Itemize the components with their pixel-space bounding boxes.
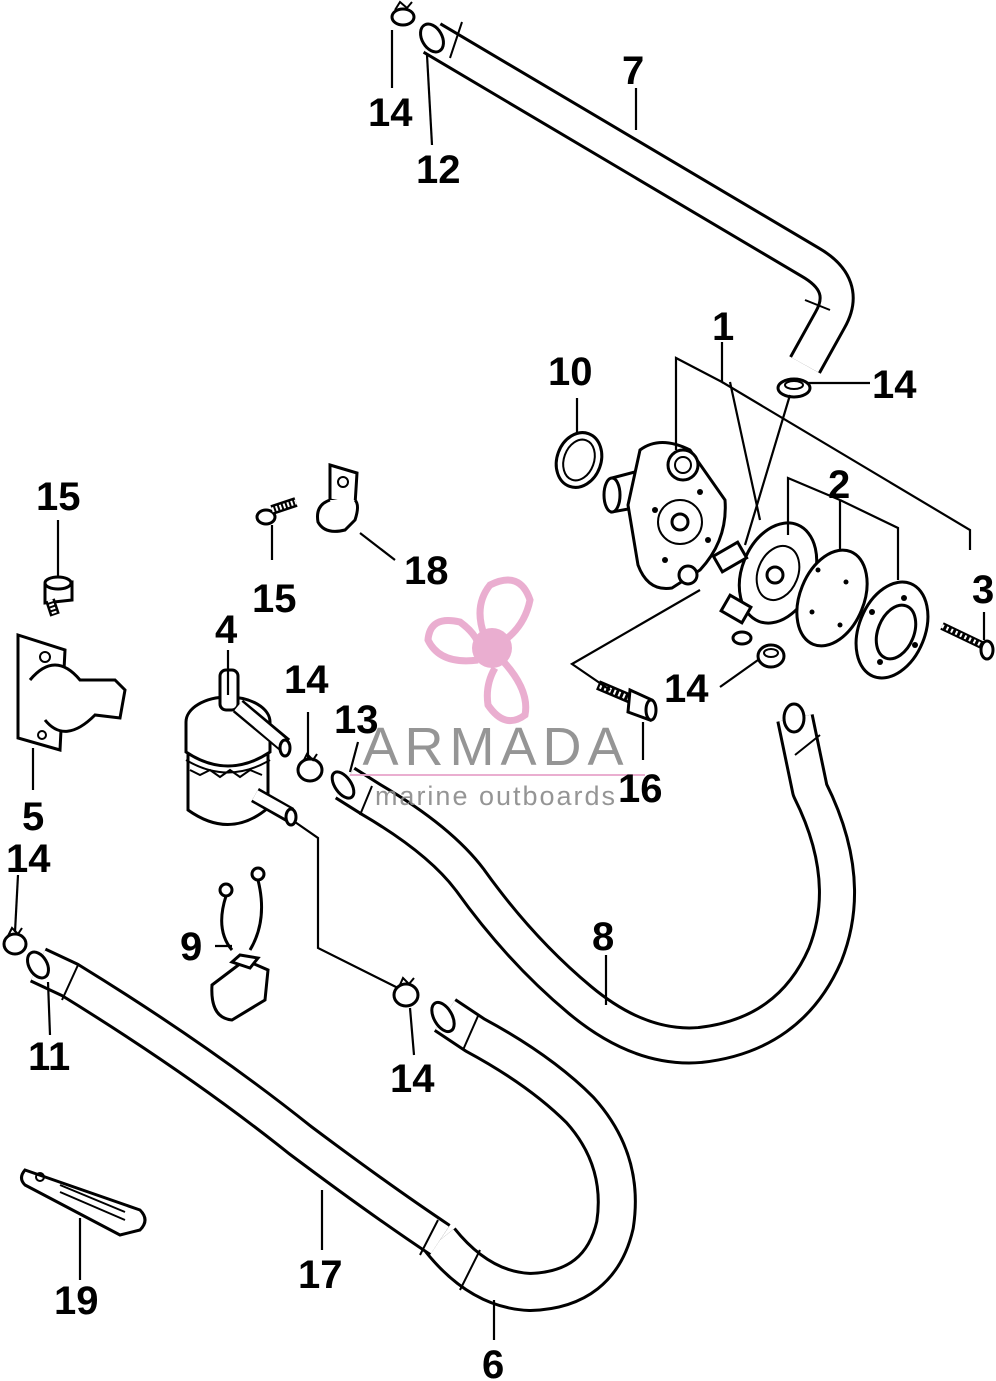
hose-17: [26, 947, 451, 1256]
fuel-filter: [184, 668, 298, 827]
callout-label-19: 19: [54, 1279, 99, 1323]
callout-label-14-filter: 14: [284, 658, 329, 702]
bolt-15: [43, 575, 74, 617]
callout-labels: 1 2 3 4 5 6 7 8 9 10 11 12 13 14 14 14 1…: [6, 49, 994, 1381]
hose-8: [330, 702, 856, 1065]
hose-clamp-18: [316, 462, 359, 533]
strap-19: [20, 1168, 147, 1237]
fuel-pump-assembly: [554, 431, 930, 680]
callout-label-7: 7: [622, 49, 644, 93]
callout-label-18: 18: [404, 549, 449, 593]
bracket-5: [16, 632, 127, 752]
callout-label-12: 12: [416, 148, 461, 192]
hose-7: [419, 21, 855, 374]
callout-label-8: 8: [592, 915, 614, 959]
callout-label-17: 17: [298, 1253, 343, 1297]
hose-clip-icon: [390, 0, 416, 27]
hose-6: [424, 998, 637, 1312]
callout-label-14-pump-top: 14: [872, 363, 917, 407]
screw-3: [940, 622, 995, 661]
callout-label-13: 13: [334, 698, 379, 742]
hose-clip-icon: [392, 976, 420, 1008]
callout-label-11: 11: [28, 1035, 70, 1079]
bolt-16: [596, 680, 658, 723]
hose-clip-icon: [296, 752, 324, 783]
callout-label-9: 9: [180, 925, 202, 969]
callout-label-14-top-left: 14: [368, 91, 413, 135]
callout-label-14-pump-bottom: 14: [664, 667, 709, 711]
bolt-15: [255, 497, 298, 526]
callout-label-1: 1: [712, 305, 734, 349]
callout-label-5: 5: [22, 795, 44, 839]
callout-label-6: 6: [482, 1343, 504, 1381]
hose-clamp-9: [210, 866, 270, 1022]
hose-clip-icon: [776, 377, 812, 399]
callout-label-10: 10: [548, 350, 593, 394]
watermark-brand: ARMADA: [362, 717, 629, 777]
hose-clip-icon: [756, 643, 786, 669]
propeller-logo-icon: [424, 576, 534, 725]
callout-label-15-left: 15: [36, 475, 81, 519]
callout-label-16: 16: [618, 767, 663, 811]
watermark-tagline: marine outboards: [375, 781, 617, 811]
leader-lines: [13, 30, 986, 1340]
callout-label-3: 3: [972, 568, 994, 612]
callout-label-15-middle: 15: [252, 577, 297, 621]
watermark: ARMADA marine outboards: [350, 576, 645, 811]
callout-label-14-lower: 14: [390, 1057, 435, 1101]
callout-label-14-left: 14: [6, 837, 51, 881]
callout-label-2: 2: [828, 463, 850, 507]
callout-label-4: 4: [215, 608, 238, 652]
hose-clip-icon: [2, 926, 28, 956]
